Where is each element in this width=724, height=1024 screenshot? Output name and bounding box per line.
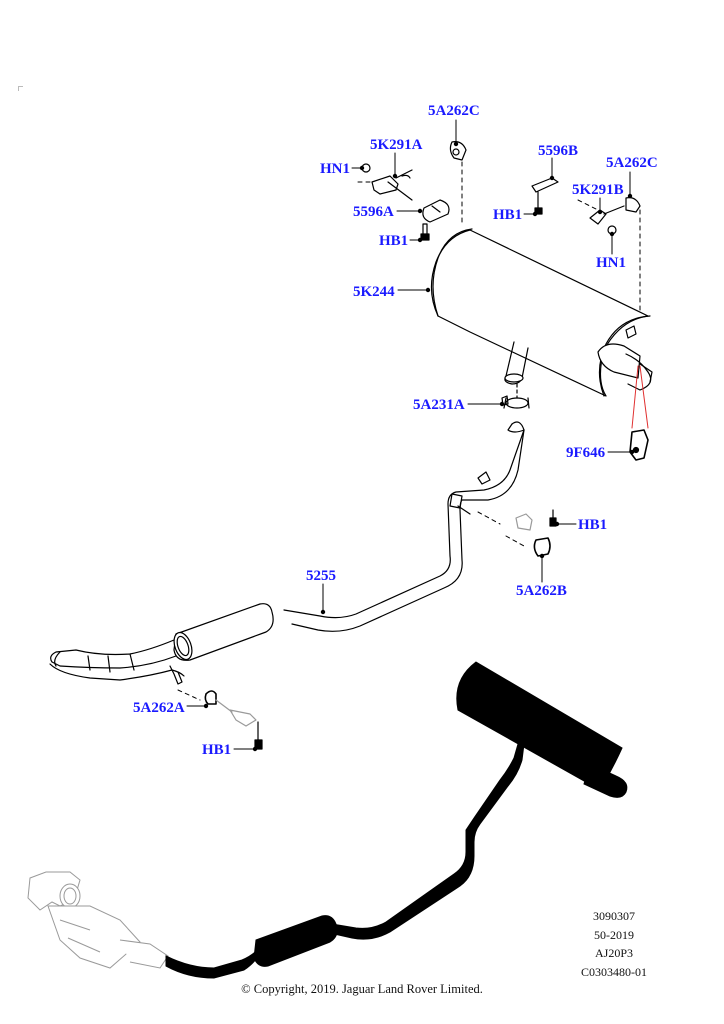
reference-engine: AJ20P3 xyxy=(594,946,633,960)
callout-5a231a[interactable]: 5A231A xyxy=(413,397,465,413)
callout-5255[interactable]: 5255 xyxy=(306,568,336,584)
rear-silencer-5k244[interactable] xyxy=(430,228,653,397)
callout-5596b[interactable]: 5596B xyxy=(538,143,579,159)
bracket-5k291a[interactable] xyxy=(371,169,413,201)
bolt-hb1-top-left[interactable] xyxy=(420,223,430,241)
reference-illustration-id: C0303480-01 xyxy=(581,965,647,979)
copyright-notice: © Copyright, 2019. Jaguar Land Rover Lim… xyxy=(241,982,483,996)
silhouette-mid-pipe xyxy=(331,743,525,940)
silhouette-pipe xyxy=(165,942,263,979)
dashed-guides xyxy=(177,161,641,701)
hanger-5a262b[interactable] xyxy=(533,537,551,557)
reference-year: 50-2019 xyxy=(594,928,634,942)
reference-number: 3090307 xyxy=(593,909,635,923)
intermediate-pipe-5255[interactable] xyxy=(49,421,525,685)
leader-lines xyxy=(186,119,633,750)
callout-hb1-top-left[interactable]: HB1 xyxy=(379,233,409,249)
callout-hb1-mid[interactable]: HB1 xyxy=(578,517,608,533)
callout-5a262c-right[interactable]: 5A262C xyxy=(606,155,658,171)
bracket-ghost-front xyxy=(215,699,257,727)
hanger-5a262a[interactable] xyxy=(204,690,217,705)
hanger-5a262c-right[interactable] xyxy=(625,197,641,213)
bolt-hb1-top-right[interactable] xyxy=(534,191,543,215)
callout-5k291b[interactable]: 5K291B xyxy=(572,182,624,198)
sensor-9f646[interactable] xyxy=(629,429,649,461)
bolt-hb1-bottom[interactable] xyxy=(254,721,263,750)
callout-hn1-right[interactable]: HN1 xyxy=(596,255,626,271)
silhouette-manifold-ghost xyxy=(27,871,169,969)
callout-5a262c-left[interactable]: 5A262C xyxy=(428,103,480,119)
bracket-ghost-mid xyxy=(515,513,533,531)
bracket-5k291b[interactable] xyxy=(589,205,625,225)
sensor-leaders xyxy=(631,365,649,429)
bolt-hb1-mid[interactable] xyxy=(549,509,557,527)
callout-5a262b[interactable]: 5A262B xyxy=(516,583,567,599)
overview-silhouette xyxy=(27,661,628,979)
callout-hb1-top-right[interactable]: HB1 xyxy=(493,207,523,223)
callout-5596a[interactable]: 5596A xyxy=(353,204,394,220)
callout-5a262a[interactable]: 5A262A xyxy=(133,700,185,716)
callout-5k244[interactable]: 5K244 xyxy=(353,284,395,300)
leader-dots xyxy=(203,141,635,752)
callout-5k291a[interactable]: 5K291A xyxy=(370,137,423,153)
silhouette-front-muffler xyxy=(253,915,338,967)
clamp-5a231a[interactable] xyxy=(501,395,530,409)
callout-9f646[interactable]: 9F646 xyxy=(566,445,606,461)
callout-hn1-left[interactable]: HN1 xyxy=(320,161,350,177)
callout-hb1-bottom[interactable]: HB1 xyxy=(202,742,232,758)
corner-mark xyxy=(18,86,23,91)
hanger-5a262c-left[interactable] xyxy=(449,141,467,161)
bracket-5596b[interactable] xyxy=(531,177,559,193)
bracket-5596a[interactable] xyxy=(422,199,450,223)
silhouette-tailpipe xyxy=(583,763,628,798)
